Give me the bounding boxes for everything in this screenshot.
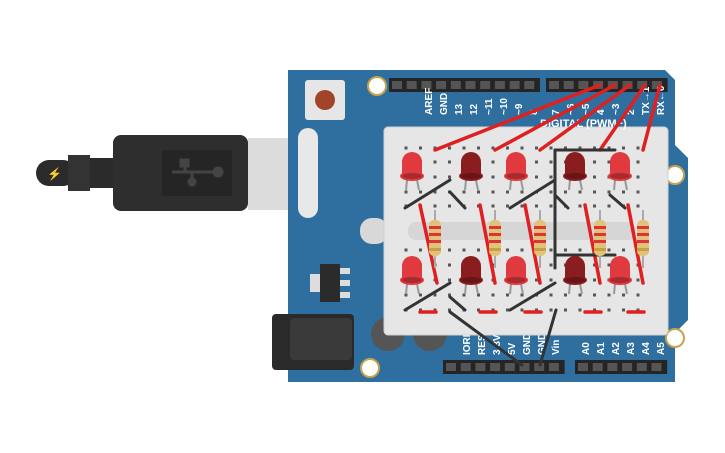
- resistor[interactable]: [489, 210, 501, 268]
- led-off[interactable]: [563, 152, 587, 191]
- pin-label: TX→1: [641, 86, 652, 115]
- signal-wire[interactable]: [523, 203, 542, 285]
- resistor[interactable]: [637, 210, 649, 268]
- led-off[interactable]: [459, 256, 483, 295]
- analog-header[interactable]: [575, 360, 668, 374]
- ground-wire[interactable]: [538, 308, 558, 367]
- pin-label: GND: [439, 93, 450, 115]
- pin-label: A3: [626, 342, 637, 355]
- pin-label: A2: [611, 342, 622, 355]
- signal-wire[interactable]: [538, 83, 632, 152]
- signal-wire[interactable]: [626, 203, 645, 285]
- pin-label: AREF: [424, 88, 435, 115]
- ground-wire[interactable]: [448, 310, 524, 367]
- signal-wire[interactable]: [418, 203, 439, 285]
- pin-label: 4: [596, 109, 607, 115]
- power-header[interactable]: [443, 360, 565, 374]
- digital-header-left[interactable]: [389, 78, 540, 92]
- led-on[interactable]: [400, 256, 424, 295]
- ground-wire[interactable]: [508, 178, 557, 210]
- led-on[interactable]: [608, 256, 632, 295]
- signal-wire[interactable]: [641, 83, 662, 152]
- led-on[interactable]: [504, 152, 528, 191]
- power-jack[interactable]: [272, 314, 354, 370]
- ground-wire[interactable]: [403, 178, 452, 210]
- pin-label: 2: [626, 109, 637, 115]
- pin-label: 5V: [507, 342, 518, 355]
- pin-label: Vin: [551, 340, 562, 355]
- pin-label: IOREF: [462, 324, 473, 355]
- ground-wire[interactable]: [448, 190, 467, 210]
- ground-wire[interactable]: [608, 193, 627, 210]
- pin-label: ~11: [484, 98, 495, 115]
- signal-wire[interactable]: [433, 83, 602, 152]
- pin-label: ~3: [611, 103, 622, 115]
- ground-wire[interactable]: [508, 281, 557, 312]
- pin-label: A1: [596, 342, 607, 355]
- reset-button[interactable]: [305, 80, 345, 120]
- led-on[interactable]: [400, 152, 424, 191]
- resistor[interactable]: [429, 210, 441, 268]
- pin-label: ~9: [514, 103, 525, 115]
- ground-wire[interactable]: [448, 295, 467, 312]
- signal-wire[interactable]: [583, 203, 602, 285]
- pin-label: 13: [454, 103, 465, 115]
- pin-label: 12: [469, 103, 480, 115]
- led-on[interactable]: [504, 256, 528, 295]
- pin-label: RESET: [477, 322, 488, 355]
- pin-label: A0: [581, 342, 592, 355]
- ground-wire[interactable]: [553, 193, 570, 210]
- pin-label: A5: [656, 342, 667, 355]
- ground-wire[interactable]: [403, 281, 452, 312]
- pin-label: A4: [641, 342, 652, 355]
- pin-label: GND: [537, 333, 548, 355]
- pin-label: RX←0: [656, 85, 667, 115]
- digital-section-label: DIGITAL (PWM~): [540, 118, 627, 130]
- usb-icon: [172, 158, 224, 187]
- resistor[interactable]: [594, 210, 606, 268]
- led-off[interactable]: [563, 256, 587, 295]
- pin-label: GND: [522, 333, 533, 355]
- pin-label: 3.3V: [492, 334, 503, 355]
- lightning-icon: ⚡: [47, 167, 62, 181]
- pin-label: ~10: [499, 98, 510, 115]
- resistor[interactable]: [534, 210, 546, 268]
- led-on[interactable]: [608, 152, 632, 191]
- signal-wire[interactable]: [493, 83, 617, 152]
- pin-label: ~5: [581, 103, 592, 115]
- signal-wire[interactable]: [598, 83, 647, 152]
- led-off[interactable]: [459, 152, 483, 191]
- pin-label: 7: [551, 109, 562, 115]
- signal-wire[interactable]: [478, 203, 497, 285]
